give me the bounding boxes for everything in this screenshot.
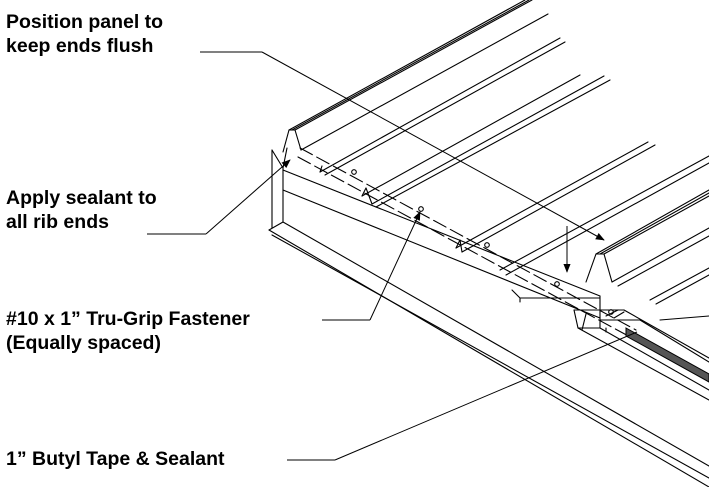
callout-line: Apply sealant to	[6, 187, 157, 209]
callout-butyl-tape: 1” Butyl Tape & Sealant	[6, 447, 225, 471]
leader-apply-sealant	[147, 159, 291, 235]
callout-line: keep ends flush	[6, 35, 154, 57]
right-rib	[585, 189, 709, 305]
eave-trim	[268, 149, 709, 487]
fastener-centerline	[297, 147, 637, 339]
leader-position-panel	[200, 51, 605, 273]
panel-ribs	[319, 37, 709, 276]
callout-fastener: #10 x 1” Tru-Grip Fastener (Equally spac…	[6, 307, 250, 355]
panel-end	[511, 289, 709, 401]
callout-apply-sealant: Apply sealant to all rib ends	[6, 186, 157, 234]
fastener-heads	[351, 169, 625, 319]
left-rib	[282, 0, 549, 169]
butyl-tape-strip	[625, 327, 709, 383]
callout-line: Position panel to	[6, 11, 164, 33]
callout-line: #10 x 1” Tru-Grip Fastener	[6, 308, 250, 330]
callout-position-panel: Position panel to keep ends flush	[6, 10, 163, 58]
leader-butyl-tape	[287, 331, 638, 461]
leader-fastener	[322, 211, 421, 321]
callout-line: all rib ends	[6, 211, 109, 233]
callout-line: (Equally spaced)	[6, 332, 161, 354]
callout-line: 1” Butyl Tape & Sealant	[6, 448, 225, 470]
